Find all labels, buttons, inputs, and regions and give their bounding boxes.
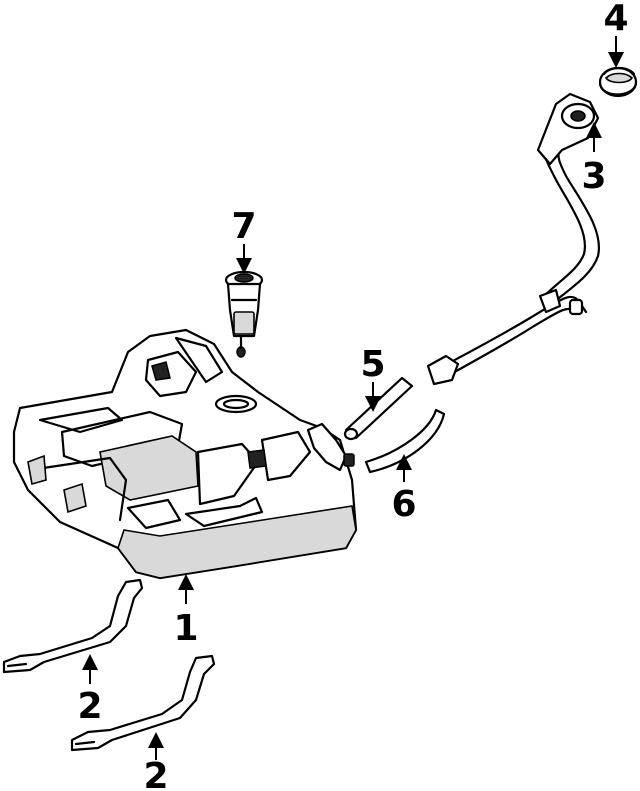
vent-hose <box>343 376 414 441</box>
callout-7: 7 <box>231 206 256 247</box>
leader-lines <box>82 36 624 760</box>
tank-strap-lower <box>70 654 216 752</box>
callout-labels: 1 2 2 3 4 5 6 7 <box>77 0 628 791</box>
filler-pipe <box>426 92 601 386</box>
fuel-tank <box>12 328 358 580</box>
callout-5: 5 <box>360 344 385 385</box>
filler-hose <box>364 408 446 474</box>
callout-2-lower: 2 <box>143 756 168 791</box>
callout-4: 4 <box>603 0 628 39</box>
callout-3: 3 <box>581 156 606 197</box>
fuel-cap <box>598 66 638 98</box>
callout-2-upper: 2 <box>77 686 102 727</box>
fuel-pump <box>224 270 264 358</box>
callout-6: 6 <box>391 484 416 525</box>
callout-1: 1 <box>173 608 198 649</box>
tank-strap-upper <box>2 578 144 674</box>
